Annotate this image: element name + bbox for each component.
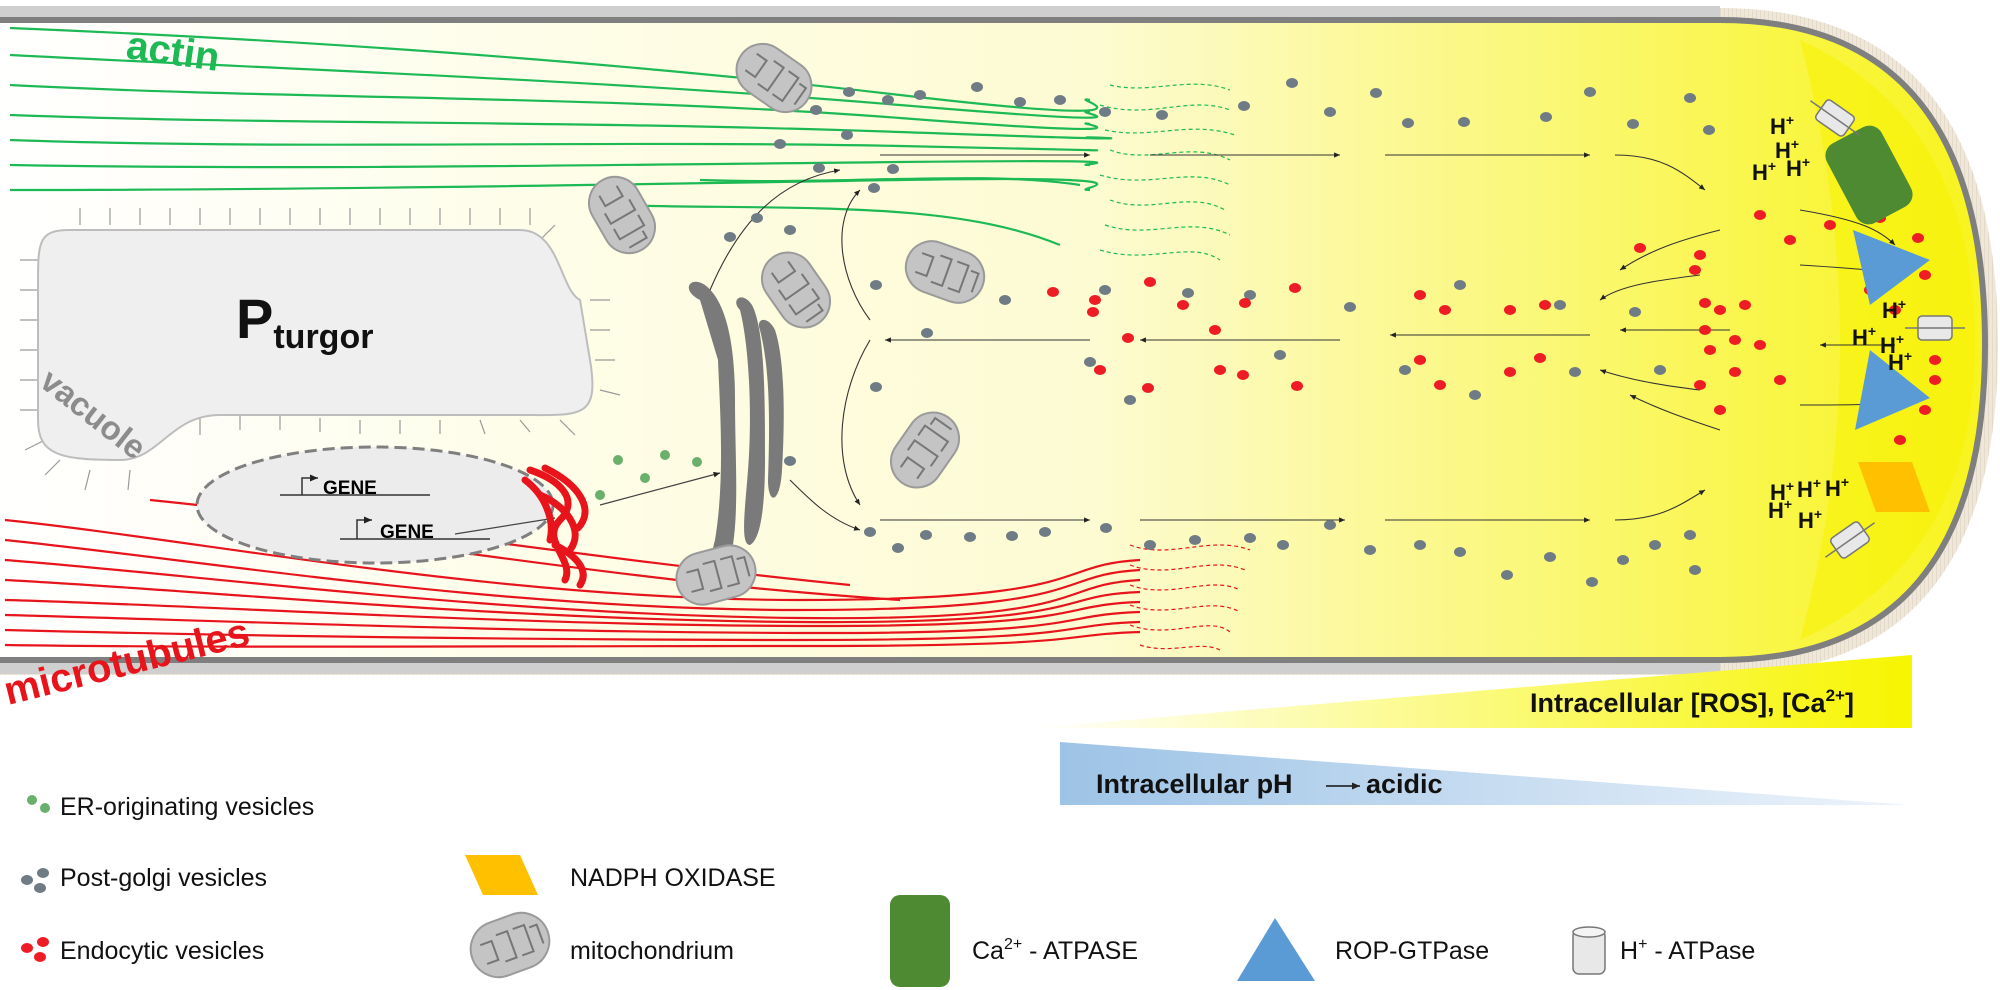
ph-gradient-label-left: Intracellular pH [1096, 769, 1293, 799]
microtubules [4, 498, 1141, 648]
ros-ca-gradient-label: Intracellular [ROS], [Ca2+] [1530, 686, 1854, 718]
endoplasmic-reticulum [521, 464, 589, 589]
ph-gradient-wedge [1060, 742, 1910, 805]
legend-ca-atpase: Ca2+ - ATPASE [890, 895, 1138, 987]
legend: ER-originating vesicles Post-golgi vesic… [21, 793, 1755, 987]
mitochondrium-4 [904, 240, 986, 304]
nucleus [195, 445, 555, 565]
legend-er-vesicles-label: ER-originating vesicles [60, 793, 314, 821]
proton-labels: H+ H+ H+ H+ H+ H+ H+ H+ H+ H+ H+ H+ H+ [1752, 112, 1912, 533]
legend-h-atpase-label: H+ - ATPase [1620, 936, 1755, 965]
legend-er-vesicles: ER-originating vesicles [27, 793, 314, 821]
ros-ca-gradient-wedge [1030, 655, 1912, 728]
endocytic-vesicles [1047, 210, 1941, 445]
legend-nadph-oxidase: NADPH OXIDASE [465, 855, 776, 895]
top-wall-band [0, 6, 1720, 18]
gene-1-label: GENE [323, 478, 377, 499]
ca-atpase [1825, 125, 1913, 225]
er-to-golgi-arrow [599, 471, 721, 506]
legend-mitochondrium: mitochondrium [469, 911, 734, 979]
legend-endocytic-label: Endocytic vesicles [60, 937, 264, 965]
gene-to-er-arrow [454, 516, 556, 535]
proton-12: H+ [1768, 496, 1792, 523]
er-vesicles [595, 450, 702, 500]
turgor-arrows [20, 208, 621, 491]
proton-3: H+ [1752, 158, 1776, 185]
proton-2: H+ [1775, 136, 1799, 163]
mitochondrium-3 [760, 251, 832, 329]
golgi-apparatus [688, 281, 784, 572]
post-golgi-vesicles [724, 78, 1715, 587]
mitochondrium-2 [588, 175, 656, 255]
proton-8: H+ [1888, 348, 1912, 375]
trafficking-arrows [709, 152, 1896, 531]
proton-9: H+ [1770, 478, 1794, 505]
nadph-swatch [465, 855, 538, 895]
h-atpase-swatch [1572, 926, 1606, 975]
proton-13: H+ [1798, 506, 1822, 533]
microtubule-fine-mesh [1129, 544, 1251, 651]
proton-11: H+ [1825, 474, 1849, 501]
nadph-oxidase [1858, 462, 1930, 512]
plasma-membrane [0, 17, 1989, 663]
legend-rop-label: ROP-GTPase [1335, 937, 1489, 965]
rop-gtpase-2 [1855, 350, 1930, 430]
proton-6: H+ [1852, 323, 1876, 350]
legend-ca-atpase-label: Ca2+ - ATPASE [972, 936, 1138, 965]
mitochondrium-5 [889, 411, 961, 489]
vacuole [20, 208, 621, 491]
proton-4: H+ [1786, 154, 1810, 181]
proton-5: H+ [1882, 296, 1906, 323]
gene-2-label: GENE [380, 522, 434, 543]
proton-7: H+ [1880, 331, 1904, 358]
legend-nadph-label: NADPH OXIDASE [570, 864, 776, 892]
legend-endocytic-vesicles: Endocytic vesicles [21, 937, 264, 965]
mitochondrium-6 [675, 544, 757, 606]
legend-post-golgi-label: Post-golgi vesicles [60, 864, 267, 892]
proton-10: H+ [1797, 475, 1821, 502]
proton-1: H+ [1770, 112, 1794, 139]
legend-h-atpase: H+ - ATPase [1572, 926, 1755, 975]
endocytic-swatch [21, 943, 33, 953]
mitochondrium-1 [735, 42, 813, 114]
gene-1: GENE [280, 474, 430, 499]
bottom-wall-band [0, 662, 1720, 674]
ph-gradient-label-right: acidic [1366, 769, 1443, 799]
mitochondria [588, 42, 986, 606]
er-vesicle-swatch [27, 795, 37, 805]
legend-rop-gtpase: ROP-GTPase [1237, 918, 1489, 981]
legend-post-golgi-vesicles: Post-golgi vesicles [21, 864, 267, 893]
rop-swatch [1237, 918, 1315, 981]
rop-gtpase-1 [1853, 230, 1930, 305]
post-golgi-swatch [21, 875, 33, 885]
gene-2: GENE [340, 516, 490, 543]
turgor-pressure-label: Pturgor [236, 287, 373, 356]
legend-mitochondrium-label: mitochondrium [570, 937, 734, 965]
mitochondrium-swatch [469, 911, 551, 979]
ca-atpase-swatch [890, 895, 950, 987]
h-atpase-pumps [1809, 99, 1965, 559]
